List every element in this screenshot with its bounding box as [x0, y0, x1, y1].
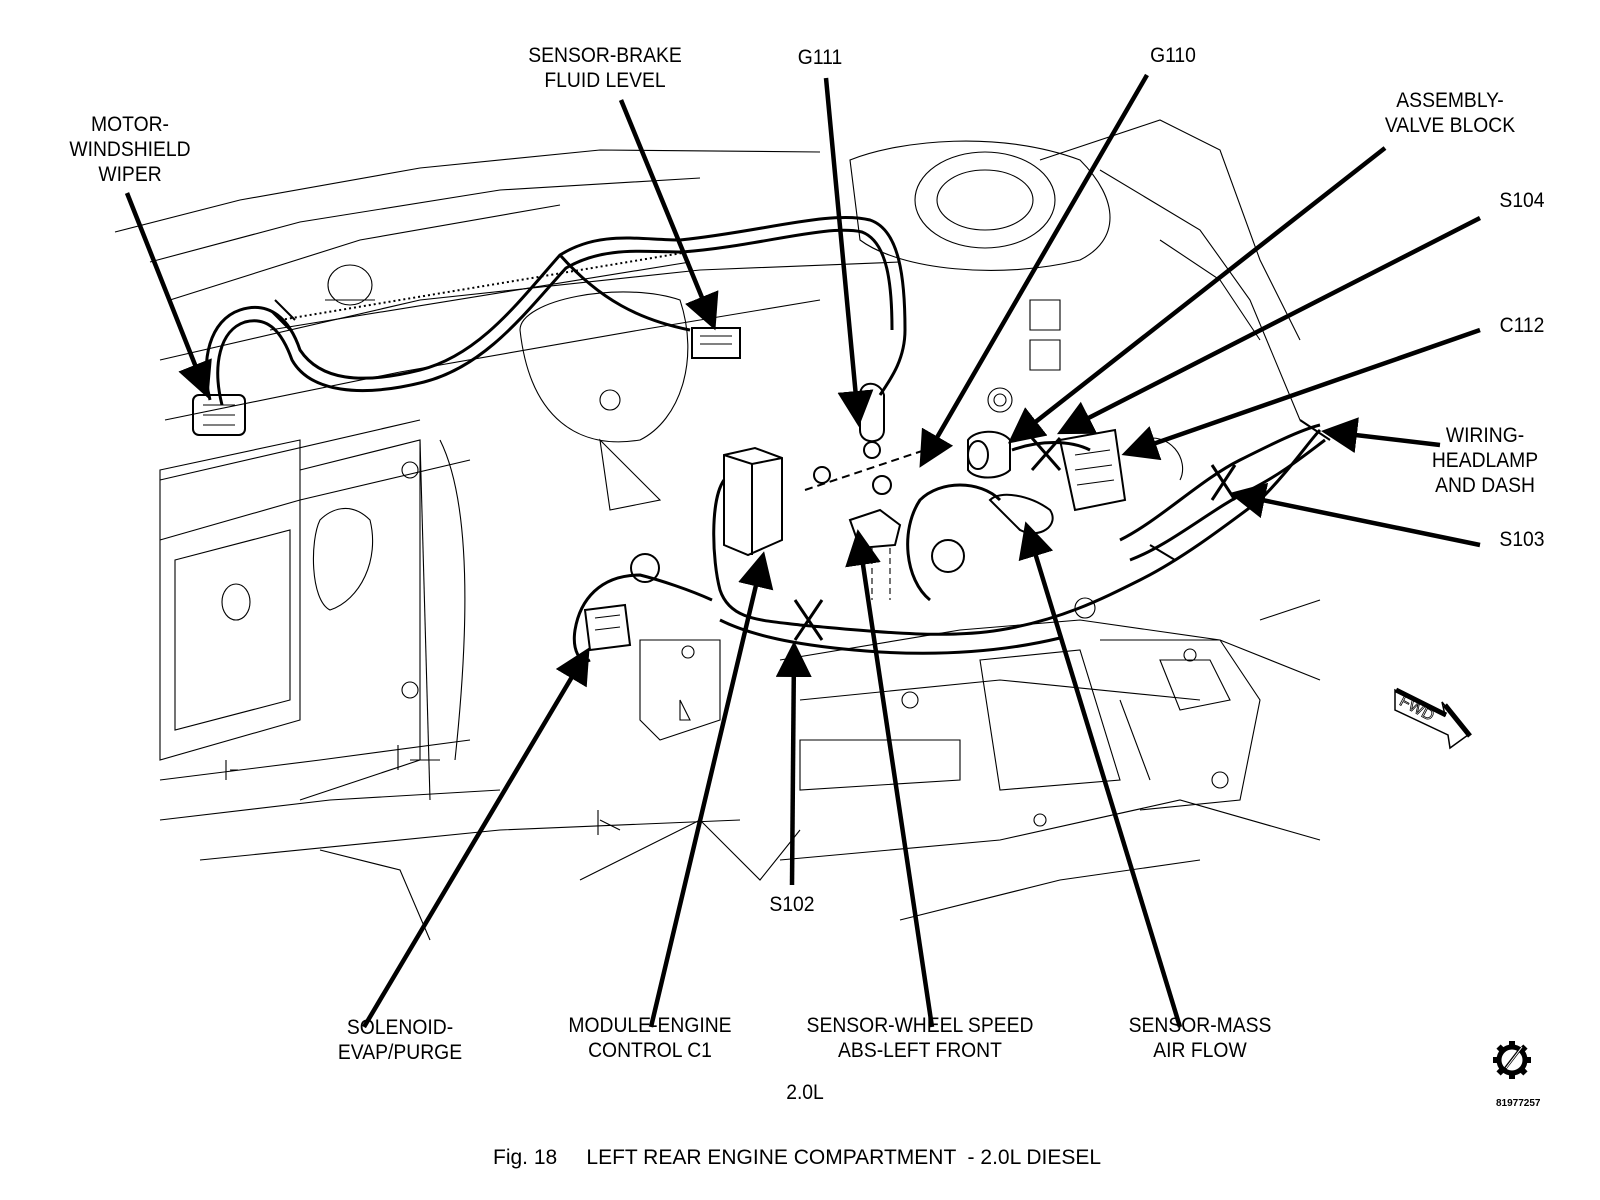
label-line: C112: [1499, 314, 1545, 337]
label-s104: S104: [1485, 188, 1559, 213]
leader-sensor-mass-air-flow: [1018, 521, 1183, 1028]
label-line: S103: [1499, 528, 1545, 551]
leader-s103: [1229, 482, 1481, 548]
leader-module-engine-control: [648, 551, 774, 1028]
label-line: WIRING-: [1445, 424, 1525, 447]
label-module-engine-control: MODULE-ENGINE CONTROL C1: [549, 1013, 751, 1063]
leader-c112: [1121, 327, 1481, 461]
label-s102: S102: [755, 892, 829, 917]
label-line: EVAP/PURGE: [337, 1041, 463, 1064]
label-c112: C112: [1485, 313, 1559, 338]
leader-s102: [775, 641, 812, 886]
label-motor-windshield-wiper: MOTOR- WINDSHIELD WIPER: [47, 112, 213, 187]
label-line: FLUID LEVEL: [544, 69, 666, 92]
label-line: S102: [769, 893, 815, 916]
label-line: MODULE-ENGINE: [568, 1014, 732, 1037]
label-solenoid-evap-purge: SOLENOID- EVAP/PURGE: [322, 1015, 478, 1065]
label-sensor-wheel-speed: SENSOR-WHEEL SPEED ABS-LEFT FRONT: [787, 1013, 1054, 1063]
label-line: G111: [797, 46, 843, 69]
leader-solenoid-evap-purge: [362, 647, 590, 1029]
leader-assembly-valve-block: [1007, 146, 1387, 444]
label-line: VALVE BLOCK: [1384, 114, 1516, 137]
label-sensor-mass-air-flow: SENSOR-MASS AIR FLOW: [1108, 1013, 1292, 1063]
label-s103: S103: [1485, 527, 1559, 552]
label-assembly-valve-block: ASSEMBLY- VALVE BLOCK: [1367, 88, 1533, 138]
leader-g111: [823, 77, 874, 427]
engine-displacement-label: 2.0L: [786, 1081, 824, 1104]
label-g111: G111: [783, 45, 857, 70]
label-line: HEADLAMP: [1431, 449, 1539, 472]
label-line: ASSEMBLY-: [1396, 89, 1504, 112]
leader-wiring-headlamp-dash: [1321, 417, 1441, 454]
label-line: G110: [1150, 44, 1196, 67]
label-line: S104: [1499, 189, 1545, 212]
leader-motor-windshield-wiper: [124, 192, 212, 399]
figure-caption: Fig. 18 LEFT REAR ENGINE COMPARTMENT - 2…: [493, 1146, 1101, 1170]
wiring-harness: [192, 216, 1331, 663]
label-sensor-brake-fluid-level: SENSOR-BRAKE FLUID LEVEL: [508, 43, 701, 93]
label-line: WINDSHIELD: [69, 138, 191, 161]
leader-g110: [919, 73, 1149, 468]
label-line: SENSOR-BRAKE: [528, 44, 682, 67]
leader-sensor-brake-fluid-level: [618, 99, 719, 331]
gear-with-pencil-icon: [1493, 1041, 1531, 1079]
figure-title: LEFT REAR ENGINE COMPARTMENT - 2.0L DIES…: [586, 1146, 1102, 1169]
label-line: AND DASH: [1435, 474, 1535, 497]
label-wiring-headlamp-dash: WIRING- HEADLAMP AND DASH: [1425, 423, 1545, 498]
leader-lines: [124, 73, 1482, 1029]
label-line: MOTOR-: [91, 113, 169, 136]
leader-sensor-wheel-speed: [845, 529, 935, 1028]
label-line: SENSOR-WHEEL SPEED: [806, 1014, 1034, 1037]
label-g110: G110: [1136, 43, 1210, 68]
label-line: SENSOR-MASS: [1128, 1014, 1272, 1037]
label-line: AIR FLOW: [1153, 1039, 1247, 1062]
fwd-arrow-icon: FWD: [1394, 687, 1472, 750]
body-structure-lineart: [114, 119, 1321, 941]
label-line: ABS-LEFT FRONT: [838, 1039, 1002, 1062]
label-line: SOLENOID-: [346, 1016, 454, 1039]
leader-s104: [1056, 215, 1482, 435]
figure-number: Fig. 18: [493, 1146, 558, 1169]
label-line: CONTROL C1: [588, 1039, 712, 1062]
drawing-id: 81977257: [1496, 1098, 1541, 1109]
splice-s102-marker: [793, 599, 824, 641]
label-line: WIPER: [98, 163, 162, 186]
